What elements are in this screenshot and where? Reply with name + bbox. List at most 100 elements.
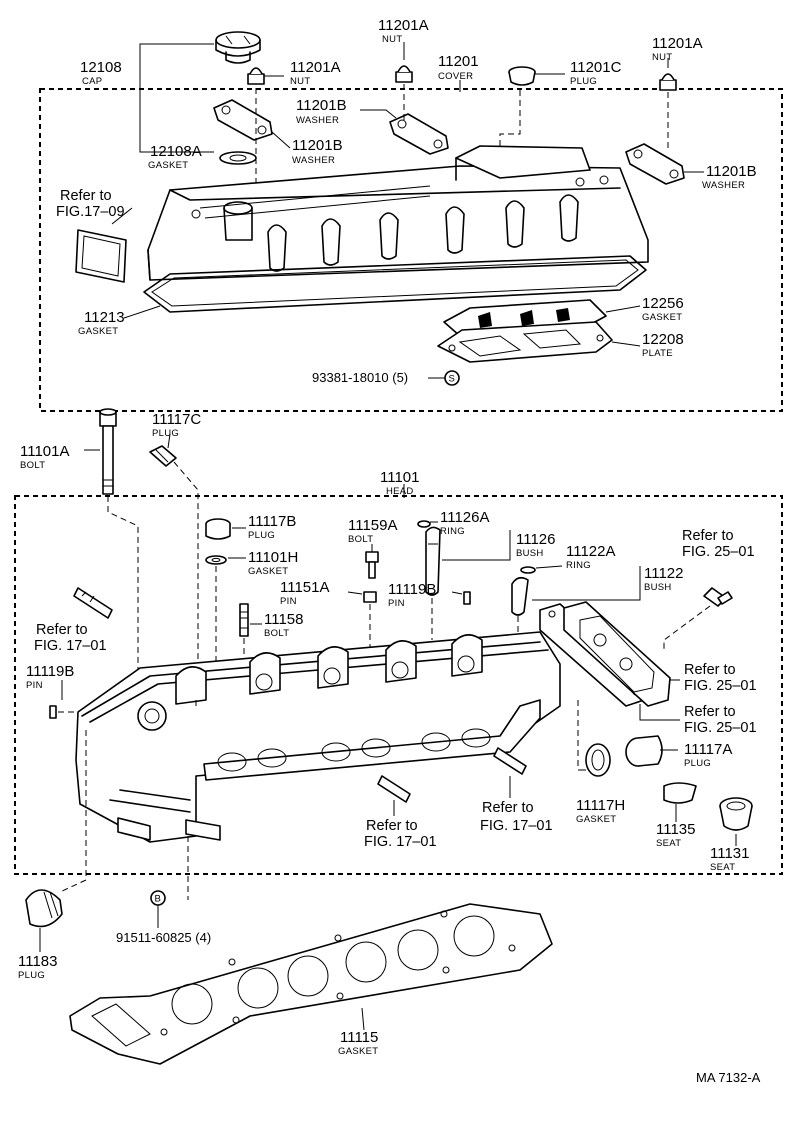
ref-2501-c-line2: FIG. 25–01 bbox=[684, 720, 757, 736]
head-group-box bbox=[14, 495, 783, 875]
label-11201c: 11201C bbox=[570, 59, 622, 76]
label-11119b-1-sub: PIN bbox=[388, 598, 405, 609]
label-11201a-2: 11201A bbox=[378, 17, 429, 34]
stud-bolt-11158[interactable] bbox=[239, 603, 249, 637]
label-11201b-3-sub: WASHER bbox=[702, 180, 745, 191]
label-11201: 11201 bbox=[438, 53, 479, 70]
label-11131-sub: SEAT bbox=[710, 862, 735, 873]
bush-11126[interactable] bbox=[425, 526, 441, 596]
label-11122a: 11122A bbox=[566, 543, 616, 560]
cap-gasket[interactable] bbox=[219, 151, 257, 165]
side-plate-bolt[interactable] bbox=[703, 587, 733, 607]
ref-1701-b-line1: Refer to bbox=[366, 818, 418, 834]
gasket-11117h[interactable] bbox=[585, 743, 611, 777]
label-11183: 11183 bbox=[18, 953, 58, 970]
stud-right[interactable] bbox=[493, 747, 527, 775]
plug-11117a[interactable] bbox=[625, 735, 663, 767]
ref-2501-a-line2: FIG. 25–01 bbox=[682, 544, 755, 560]
baffle-plate[interactable] bbox=[437, 321, 613, 363]
nut-right[interactable] bbox=[659, 58, 677, 91]
label-11117c: 11117C bbox=[152, 411, 201, 428]
label-11101-sub: HEAD bbox=[386, 486, 414, 497]
ring-11122a[interactable] bbox=[520, 566, 536, 574]
label-11101a-sub: BOLT bbox=[20, 460, 45, 471]
label-11117c-sub: PLUG bbox=[152, 428, 179, 439]
oil-filler-cap[interactable] bbox=[215, 31, 261, 64]
cover-gasket[interactable] bbox=[143, 255, 647, 313]
label-11101: 11101 bbox=[380, 469, 420, 486]
ref-1701-c-line1: Refer to bbox=[482, 800, 534, 816]
cover-group-box bbox=[39, 88, 783, 412]
label-12108-sub: CAP bbox=[82, 76, 102, 87]
pin-11119b-upper[interactable] bbox=[463, 591, 471, 605]
side-gasket[interactable] bbox=[75, 229, 127, 283]
label-12108a: 12108A bbox=[150, 143, 202, 160]
label-11101h: 11101H bbox=[248, 549, 298, 566]
ref-2501-a-line1: Refer to bbox=[682, 528, 734, 544]
label-12108a-sub: GASKET bbox=[148, 160, 188, 171]
cylinder-head[interactable] bbox=[75, 631, 561, 843]
nut-left[interactable] bbox=[247, 67, 265, 85]
head-bolt[interactable] bbox=[99, 408, 117, 495]
stud-marker-b-letter: B bbox=[155, 894, 162, 905]
ring-11126a[interactable] bbox=[417, 520, 431, 528]
ref-1709-line2: FIG.17–09 bbox=[56, 204, 125, 220]
label-11122: 11122 bbox=[644, 565, 684, 582]
label-11117a: 11117A bbox=[684, 741, 732, 758]
label-12208: 12208 bbox=[642, 331, 684, 348]
head-gasket[interactable] bbox=[69, 903, 553, 1065]
label-93381: 93381-18010 (5) bbox=[312, 370, 408, 385]
pin-11151a[interactable] bbox=[363, 591, 377, 603]
label-12208-sub: PLATE bbox=[642, 348, 673, 359]
washer-right[interactable] bbox=[625, 143, 685, 185]
ref-2501-b-line2: FIG. 25–01 bbox=[684, 678, 757, 694]
valve-cover[interactable] bbox=[147, 145, 649, 281]
plug-11183[interactable] bbox=[25, 889, 63, 928]
label-11119b-2-sub: PIN bbox=[26, 680, 43, 691]
ref-1701-c-line2: FIG. 17–01 bbox=[480, 818, 553, 834]
label-11135-sub: SEAT bbox=[656, 838, 681, 849]
plug-11117c[interactable] bbox=[149, 445, 177, 467]
label-11115: 11115 bbox=[340, 1029, 378, 1046]
label-11119b-2: 11119B bbox=[26, 663, 74, 680]
stud-left[interactable] bbox=[73, 587, 113, 619]
label-91511: 91511-60825 (4) bbox=[116, 930, 211, 945]
label-11115-sub: GASKET bbox=[338, 1046, 378, 1057]
label-11151a: 11151A bbox=[280, 579, 330, 596]
label-11126: 11126 bbox=[516, 531, 556, 548]
label-12108: 12108 bbox=[80, 59, 122, 76]
label-11213: 11213 bbox=[84, 309, 125, 326]
label-11126a: 11126A bbox=[440, 509, 490, 526]
label-11126a-sub: RING bbox=[440, 526, 465, 537]
nut-center[interactable] bbox=[395, 42, 413, 83]
label-11119b-1: 11119B bbox=[388, 581, 436, 598]
label-12256: 12256 bbox=[642, 295, 684, 312]
label-11201b-3: 11201B bbox=[706, 163, 757, 180]
pin-11119b-left[interactable] bbox=[49, 705, 57, 719]
label-11117a-sub: PLUG bbox=[684, 758, 711, 769]
label-11117b: 11117B bbox=[248, 513, 296, 530]
label-11201b-1: 11201B bbox=[296, 97, 347, 114]
stud-front[interactable] bbox=[377, 775, 411, 803]
bolt-11159a[interactable] bbox=[365, 551, 379, 579]
label-11122a-sub: RING bbox=[566, 560, 591, 571]
label-11159a: 11159A bbox=[348, 517, 398, 534]
washer-center[interactable] bbox=[389, 113, 449, 155]
diagram-code: MA 7132-A bbox=[696, 1070, 761, 1085]
bush-11122[interactable] bbox=[511, 576, 529, 616]
label-11101a: 11101A bbox=[20, 443, 70, 460]
label-11213-sub: GASKET bbox=[78, 326, 118, 337]
label-11201-sub: COVER bbox=[438, 71, 473, 82]
label-11151a-sub: PIN bbox=[280, 596, 297, 607]
seat-11135[interactable] bbox=[663, 782, 697, 804]
plug-11117b[interactable] bbox=[205, 518, 231, 540]
seat-11131[interactable] bbox=[719, 797, 753, 831]
cover-plug[interactable] bbox=[508, 66, 565, 86]
gasket-11101h[interactable] bbox=[205, 555, 227, 565]
label-11183-sub: PLUG bbox=[18, 970, 45, 981]
side-plate[interactable] bbox=[563, 601, 671, 707]
washer-left[interactable] bbox=[213, 99, 273, 141]
ref-2501-b-line1: Refer to bbox=[684, 662, 736, 678]
